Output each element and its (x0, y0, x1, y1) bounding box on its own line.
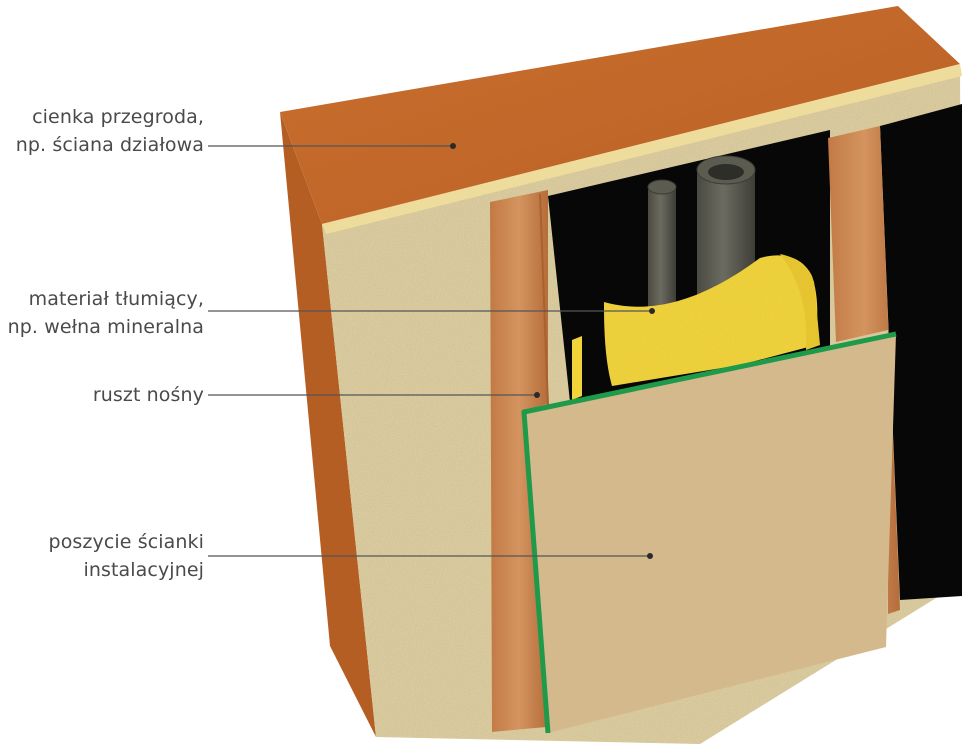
leader-dot-thin-partition (450, 143, 456, 149)
pipe-thick-hole (708, 164, 744, 180)
partition-side-face (280, 112, 376, 737)
partition-top-edge (322, 64, 962, 234)
label-installation-cladding-line2: instalacyjnej (83, 559, 204, 581)
wool-insulation-fold (780, 254, 820, 350)
label-thin-partition-line1: cienka przegroda, (32, 106, 204, 128)
label-damping-material-line2: np. wełna mineralna (7, 316, 204, 338)
stud-left (490, 190, 548, 732)
cladding-board-face (524, 334, 896, 733)
label-damping-material-line1: materiał tłumiący, (28, 288, 204, 310)
label-damping-material: materiał tłumiący, np. wełna mineralna (8, 285, 204, 341)
wool-back-strip (572, 336, 582, 400)
label-support-frame-line1: ruszt nośny (92, 384, 204, 406)
leader-lines (208, 143, 655, 559)
pipe-thin-top (647, 179, 677, 195)
leader-dot-support-frame (534, 392, 540, 398)
label-thin-partition: cienka przegroda, np. ściana działowa (16, 103, 204, 159)
leader-dot-installation-cladding (647, 553, 653, 559)
label-support-frame: ruszt nośny (93, 381, 204, 409)
label-thin-partition-line2: np. ściana działowa (15, 134, 204, 156)
label-installation-cladding: poszycie ścianki instalacyjnej (49, 528, 204, 584)
cladding-board-edge (521, 331, 897, 734)
cavity-right (880, 104, 962, 600)
stud-right (828, 126, 900, 614)
leader-dot-damping-material (649, 308, 655, 314)
label-installation-cladding-line1: poszycie ścianki (48, 531, 204, 553)
partition-top-face (280, 6, 960, 224)
wool-insulation (604, 255, 818, 386)
